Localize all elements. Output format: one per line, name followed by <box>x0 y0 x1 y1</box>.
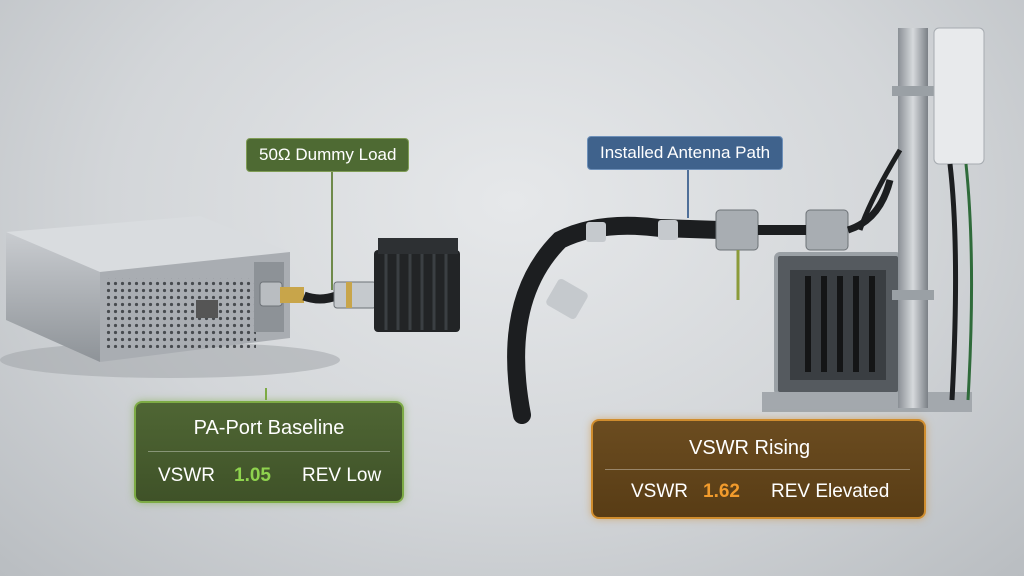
jumper-cable <box>846 179 894 234</box>
radio-cable <box>857 148 903 231</box>
radio-cable <box>947 163 959 401</box>
pa-output-connector <box>259 281 377 309</box>
baseline-metric-value: 1.05 <box>234 465 271 486</box>
rising-metric-label: VSWR <box>631 481 688 502</box>
coax-cable <box>507 216 729 424</box>
vswr-rising-panel: VSWR Rising VSWR 1.62 REV Elevated <box>591 419 926 519</box>
junction-box <box>805 209 849 251</box>
inline-connector <box>586 222 606 242</box>
dummy-load-heatsink <box>374 238 460 332</box>
remote-radio-unit <box>933 27 985 165</box>
baseline-divider <box>148 451 390 452</box>
baseline-title: PA-Port Baseline <box>193 417 345 439</box>
inline-connector <box>658 220 678 240</box>
mast-clamp <box>892 86 934 96</box>
power-amplifier-chassis <box>6 216 290 362</box>
baseline-status: REV Low <box>302 465 382 486</box>
antenna-path-label: Installed Antenna Path <box>587 136 784 170</box>
rising-metric-value: 1.62 <box>703 481 740 502</box>
junction-box <box>715 209 759 251</box>
baseline-metric-label: VSWR <box>158 465 215 486</box>
antenna-mast <box>898 28 928 408</box>
cable-enclosure <box>762 252 972 412</box>
dummy-load-label: 50Ω Dummy Load <box>246 138 410 172</box>
baseline-panel: PA-Port Baseline VSWR 1.05 REV Low <box>134 401 404 503</box>
rising-status: REV Elevated <box>771 481 890 502</box>
mast-clamp <box>892 290 934 300</box>
cable-connector <box>546 278 588 320</box>
rising-title: VSWR Rising <box>689 437 811 459</box>
ground-wire <box>964 163 974 401</box>
rising-divider <box>605 469 910 470</box>
